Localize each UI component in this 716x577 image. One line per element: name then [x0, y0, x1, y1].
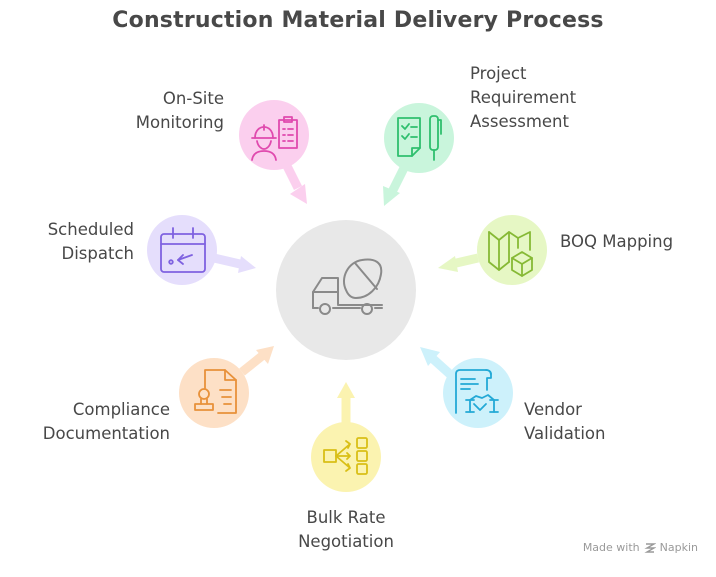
- cement-mixer-truck-icon: [312, 258, 383, 315]
- arrow-boq-mapping: [438, 253, 480, 272]
- label-line: Validation: [524, 424, 606, 443]
- stamp-document-icon: [194, 369, 237, 414]
- label-line: Project: [470, 64, 527, 83]
- label-line: Assessment: [470, 112, 569, 131]
- step-node-vendor-validation: [443, 358, 513, 428]
- step-label-compliance: Compliance Documentation: [43, 398, 170, 446]
- step-node-bulk-rate: [311, 422, 381, 492]
- label-line: Negotiation: [298, 532, 394, 551]
- label-line: Documentation: [42, 424, 170, 443]
- label-line: On-Site: [162, 89, 224, 108]
- checklist-pen-icon: [397, 115, 442, 161]
- diagram-title: Construction Material Delivery Process: [112, 8, 604, 33]
- step-node-boq-mapping: [477, 215, 547, 285]
- label-line: Bulk Rate: [306, 508, 386, 527]
- arrow-bulk-rate: [337, 382, 355, 425]
- arrow-scheduled-dispatch: [212, 253, 256, 273]
- contract-handshake-icon: [455, 369, 499, 414]
- label-line: Requirement: [470, 88, 577, 107]
- step-label-scheduled-dispatch: Scheduled Dispatch: [48, 218, 134, 266]
- worker-clipboard-icon: [251, 116, 298, 161]
- arrows: [212, 157, 480, 425]
- footer-brand: Napkin: [659, 541, 698, 554]
- step-label-on-site-monitoring: On-Site Monitoring: [136, 87, 224, 135]
- label-line: Dispatch: [61, 244, 134, 263]
- arrow-project-requirement: [383, 165, 409, 206]
- label-line: Scheduled: [47, 220, 134, 239]
- arrow-vendor-validation: [420, 347, 456, 380]
- step-node-compliance: [179, 358, 249, 428]
- step-label-boq-mapping: BOQ Mapping: [560, 230, 673, 254]
- napkin-logo-icon: [644, 542, 656, 553]
- step-label-bulk-rate: Bulk Rate Negotiation: [266, 506, 426, 554]
- label-line: Compliance: [72, 400, 170, 419]
- label-line: Monitoring: [135, 113, 224, 132]
- step-node-on-site-monitoring: [239, 100, 309, 170]
- map-box-icon: [488, 231, 533, 277]
- arrow-compliance: [239, 346, 274, 376]
- label-line: Vendor: [524, 400, 582, 419]
- distribution-boxes-icon: [323, 437, 368, 475]
- step-node-scheduled-dispatch: [147, 215, 217, 285]
- step-label-project-requirement: Project Requirement Assessment: [470, 62, 576, 134]
- label-line: BOQ Mapping: [560, 232, 674, 251]
- step-node-project-requirement: [384, 103, 454, 173]
- made-with-napkin-badge[interactable]: Made with Napkin: [583, 541, 698, 554]
- calendar-arrow-icon: [160, 227, 206, 273]
- footer-prefix: Made with: [582, 541, 640, 554]
- step-label-vendor-validation: Vendor Validation: [524, 398, 605, 446]
